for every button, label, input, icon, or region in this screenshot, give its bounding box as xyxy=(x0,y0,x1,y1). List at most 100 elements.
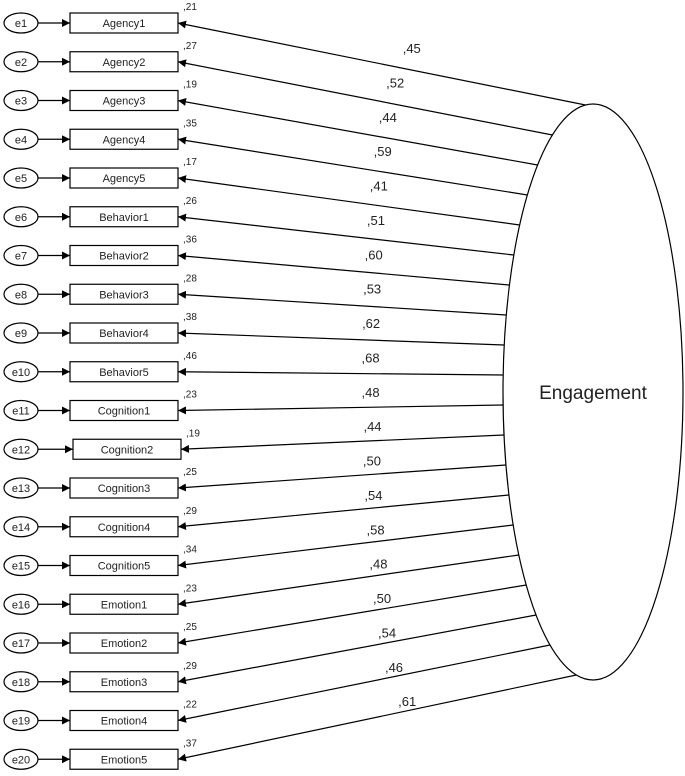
factor-loading-path xyxy=(177,614,537,685)
indicator-box xyxy=(69,12,179,34)
r-squared-label: ,28 xyxy=(183,273,197,284)
error-term-circle xyxy=(3,516,39,538)
indicator-label: Agency2 xyxy=(103,57,146,69)
r-squared-label: ,29 xyxy=(183,661,197,672)
indicator-label: Emotion4 xyxy=(101,716,147,728)
indicator-label: Agency3 xyxy=(103,96,146,108)
indicator-box xyxy=(69,593,179,615)
indicator-box xyxy=(69,167,179,189)
error-term-label: e2 xyxy=(15,57,27,69)
error-term-circle xyxy=(3,554,39,577)
r-squared-label: ,34 xyxy=(183,545,197,556)
factor-loading-label: ,58 xyxy=(367,522,385,537)
error-term-circle xyxy=(3,244,39,267)
error-term-circle xyxy=(3,89,39,112)
indicator-box xyxy=(69,51,179,73)
factor-loading-label: ,50 xyxy=(363,454,381,469)
error-term-label: e18 xyxy=(12,677,30,689)
latent-variable-ellipse xyxy=(502,103,684,681)
factor-loading-label: ,59 xyxy=(374,144,392,159)
indicator-box xyxy=(69,477,179,499)
factor-loading-path xyxy=(177,59,553,136)
error-term-circle xyxy=(3,128,39,150)
factor-loading-label: ,52 xyxy=(386,75,404,90)
indicator-label: Emotion2 xyxy=(101,638,147,650)
error-term-circle xyxy=(3,51,39,73)
error-term-circle xyxy=(3,361,39,383)
r-squared-label: ,29 xyxy=(183,506,197,517)
error-term-label: e7 xyxy=(15,251,27,263)
indicator-label: Agency4 xyxy=(103,134,146,146)
indicator-label: Cognition4 xyxy=(98,522,151,534)
indicator-box xyxy=(72,438,182,460)
error-term-circle xyxy=(3,167,39,189)
factor-loading-path xyxy=(177,554,519,608)
factor-loading-path xyxy=(177,290,507,316)
indicator-label: Cognition3 xyxy=(98,483,151,495)
indicator-label: Emotion5 xyxy=(101,754,147,766)
factor-loading-path xyxy=(177,97,538,166)
r-squared-label: ,23 xyxy=(183,583,197,594)
indicator-label: Emotion1 xyxy=(101,599,147,611)
error-term-circle xyxy=(3,399,39,422)
error-term-circle xyxy=(3,322,39,344)
error-term-circle xyxy=(3,283,39,305)
error-term-circle xyxy=(3,671,39,693)
indicator-box xyxy=(69,128,179,150)
factor-loading-label: ,44 xyxy=(363,419,381,434)
factor-loading-label: ,44 xyxy=(379,110,397,125)
r-squared-label: ,38 xyxy=(183,312,197,323)
factor-loading-label: ,50 xyxy=(373,591,391,606)
indicator-label: Behavior4 xyxy=(99,328,149,340)
error-term-circle xyxy=(3,593,39,615)
indicator-label: Cognition1 xyxy=(98,406,151,418)
r-squared-label: ,27 xyxy=(183,41,197,52)
indicator-label: Behavior2 xyxy=(99,251,149,263)
error-term-label: e6 xyxy=(15,212,27,224)
r-squared-label: ,25 xyxy=(183,622,197,633)
indicator-label: Behavior5 xyxy=(99,367,149,379)
factor-loading-path xyxy=(177,175,520,226)
error-term-circle xyxy=(3,709,39,732)
r-squared-label: ,37 xyxy=(183,738,197,749)
factor-loading-path xyxy=(177,213,514,256)
error-term-circle xyxy=(3,477,39,499)
factor-loading-label: ,46 xyxy=(385,660,403,675)
factor-loading-path xyxy=(177,252,510,286)
factor-loading-label: ,51 xyxy=(367,213,385,228)
indicator-box xyxy=(69,709,179,732)
indicator-label: Behavior1 xyxy=(99,212,149,224)
factor-loading-path xyxy=(177,584,527,646)
error-term-label: e19 xyxy=(12,716,30,728)
indicator-label: Cognition5 xyxy=(98,561,151,573)
r-squared-label: ,19 xyxy=(183,80,197,91)
indicator-box xyxy=(69,671,179,693)
indicator-label: Emotion3 xyxy=(101,677,147,689)
indicator-box xyxy=(69,554,179,577)
indicator-label: Behavior3 xyxy=(99,289,149,301)
factor-loading-label: ,61 xyxy=(398,694,416,709)
indicator-box xyxy=(69,89,179,112)
factor-loading-path xyxy=(177,136,528,196)
error-term-label: e1 xyxy=(15,18,27,30)
factor-loading-label: ,41 xyxy=(370,179,388,194)
factor-loading-path xyxy=(177,674,577,762)
r-squared-label: ,23 xyxy=(183,390,197,401)
error-term-circle xyxy=(3,12,39,34)
error-term-label: e17 xyxy=(12,638,30,650)
indicator-label: Agency5 xyxy=(103,173,146,185)
indicator-box xyxy=(69,322,179,344)
r-squared-label: ,17 xyxy=(183,157,197,168)
error-term-label: e9 xyxy=(15,328,27,340)
indicator-label: Agency1 xyxy=(103,18,146,30)
r-squared-label: ,22 xyxy=(183,700,197,711)
factor-loading-path xyxy=(177,404,504,415)
factor-loading-label: ,48 xyxy=(369,557,387,572)
factor-loading-path xyxy=(177,367,504,376)
indicator-box xyxy=(69,632,179,654)
factor-loading-label: ,54 xyxy=(378,625,396,640)
error-term-label: e12 xyxy=(12,444,30,456)
indicator-box xyxy=(69,244,179,267)
factor-loading-label: ,62 xyxy=(362,316,380,331)
